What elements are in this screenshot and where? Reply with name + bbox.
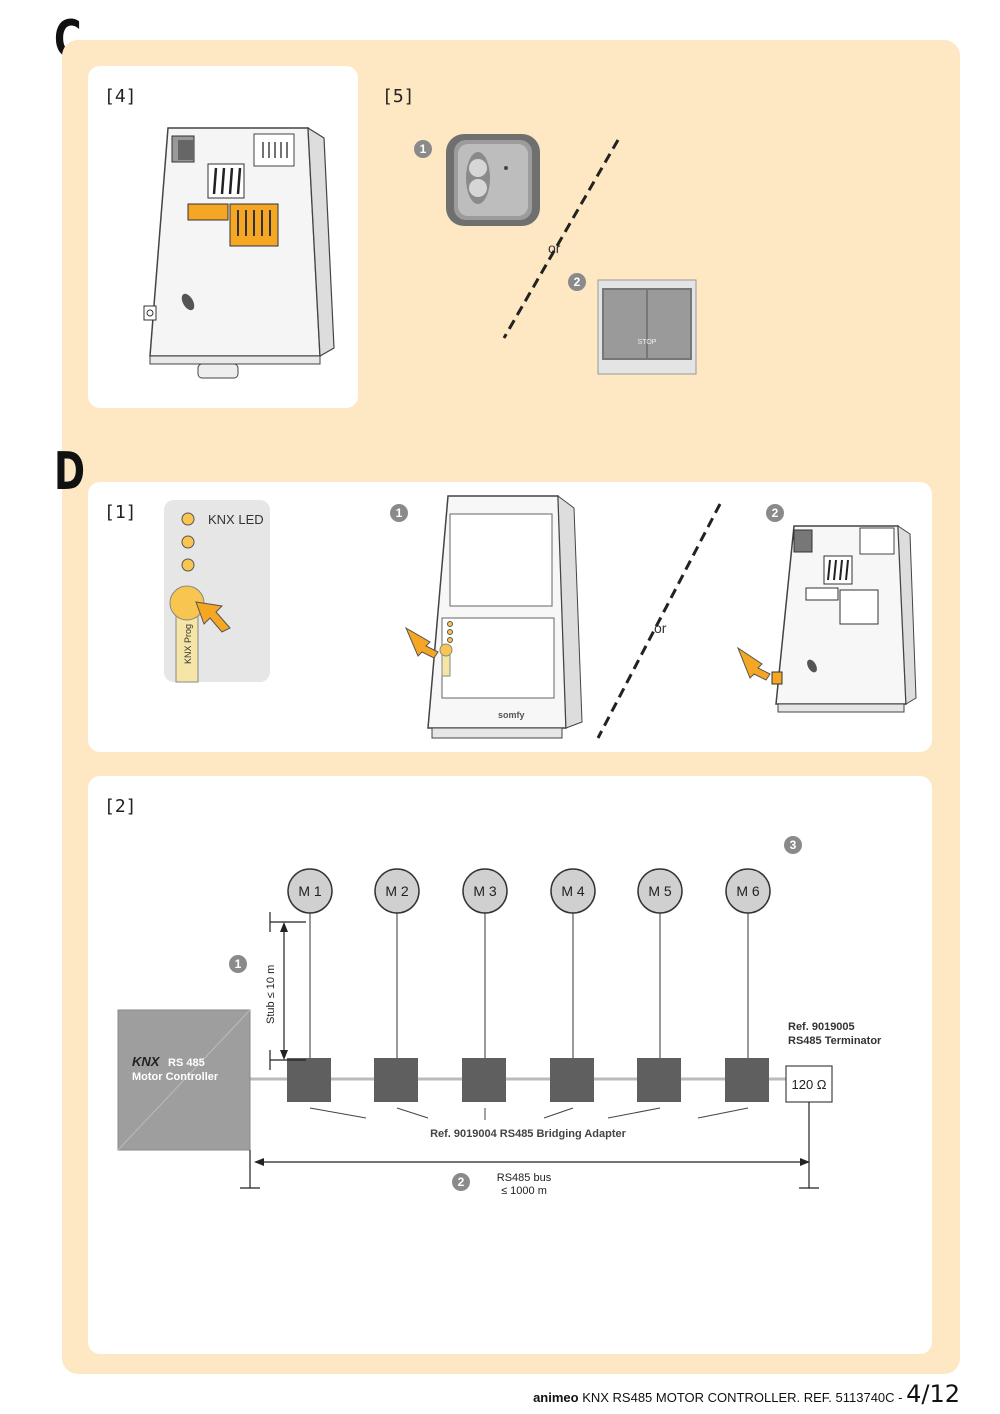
- controller-line2: Motor Controller: [132, 1071, 219, 1083]
- motor-label: M 6: [736, 883, 760, 899]
- step-number-1: 1: [390, 504, 408, 522]
- figure-tag: [1]: [104, 502, 137, 523]
- step-number-1: 1: [414, 140, 432, 158]
- controller-board-illustration: [143, 126, 335, 379]
- footer-brand: animeo: [533, 1390, 579, 1405]
- step-number-2: 2: [568, 273, 586, 291]
- page-footer: animeo KNX RS485 MOTOR CONTROLLER. REF. …: [533, 1380, 960, 1408]
- resistor-label: 120 Ω: [791, 1077, 826, 1092]
- adapter-label: Ref. 9019004 RS485 Bridging Adapter: [430, 1128, 627, 1140]
- bus-line1: RS485 bus: [497, 1172, 552, 1184]
- rs485-wiring-diagram: M 1 M 2 M 3 M 4 M 5 M 6 Stub ≤ 10 m KNX …: [117, 868, 882, 1197]
- step-number-1: 1: [229, 955, 247, 973]
- card-d1: [1] 1 2 or KNX LED KNX Prog somfy: [88, 482, 932, 752]
- knx-logo: KNX: [132, 1054, 161, 1069]
- terminator-name: RS485 Terminator: [788, 1035, 882, 1047]
- d1-illustrations: KNX LED KNX Prog somfy: [164, 494, 917, 739]
- motor-label: M 4: [561, 883, 585, 899]
- figure-tag: [5]: [382, 86, 415, 107]
- terminator-ref: Ref. 9019005: [788, 1021, 855, 1033]
- card-d2: [2] 1 2 3 M 1 M 2 M 3 M 4 M 5 M 6: [88, 776, 932, 1354]
- controller-line1: RS 485: [168, 1057, 205, 1069]
- motor-label: M 3: [473, 883, 497, 899]
- stop-label: STOP: [638, 339, 657, 346]
- somfy-logo: somfy: [498, 710, 525, 720]
- motor-label: M 1: [298, 883, 322, 899]
- step-number-2: 2: [452, 1173, 470, 1191]
- knx-led-label: KNX LED: [208, 512, 264, 527]
- stub-label: Stub ≤ 10 m: [265, 965, 277, 1024]
- motor-label: M 2: [385, 883, 409, 899]
- knx-prog-label: KNX Prog: [183, 624, 193, 664]
- figure-tag: [2]: [104, 796, 137, 817]
- c5-illustrations: STOP: [446, 134, 697, 375]
- bus-line2: ≤ 1000 m: [501, 1185, 547, 1197]
- step-number-2: 2: [766, 504, 784, 522]
- card-c4: [4]: [88, 66, 358, 408]
- motor-label: M 5: [648, 883, 672, 899]
- figure-tag: [4]: [104, 86, 137, 107]
- step-number-3: 3: [784, 836, 802, 854]
- page-number: 4/12: [906, 1380, 960, 1408]
- section-d-letter: D: [54, 442, 86, 502]
- footer-text: KNX RS485 MOTOR CONTROLLER. REF. 5113740…: [578, 1390, 907, 1405]
